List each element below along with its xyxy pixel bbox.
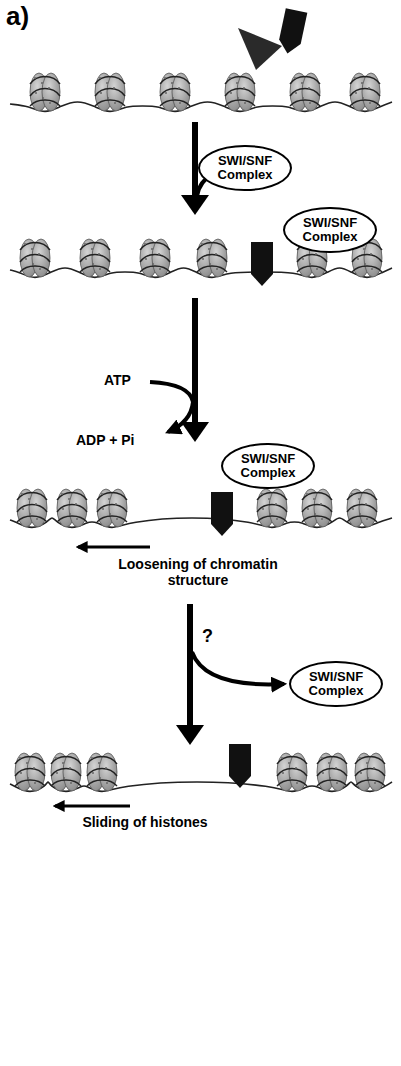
process-note: Loosening of chromatin structure bbox=[118, 556, 278, 588]
nucleosome bbox=[51, 753, 81, 791]
complex-oval: SWI/SNF Complex bbox=[289, 661, 383, 708]
nucleosome bbox=[140, 239, 170, 277]
direction-arrow bbox=[55, 805, 130, 808]
activator-protein bbox=[229, 744, 251, 788]
dna-strand bbox=[10, 102, 392, 111]
nucleosome bbox=[225, 73, 255, 111]
step-arrow bbox=[187, 604, 193, 729]
complex-name: SWI/SNF Complex bbox=[213, 154, 277, 183]
step-arrowhead bbox=[181, 422, 209, 442]
nucleosome bbox=[87, 753, 117, 791]
nucleosome bbox=[80, 239, 110, 277]
activator-arrowhead bbox=[238, 28, 282, 70]
nucleosome bbox=[160, 73, 190, 111]
panel-label: a) bbox=[6, 2, 29, 32]
molecule-label: ADP + Pi bbox=[76, 432, 135, 448]
nucleosome bbox=[290, 73, 320, 111]
molecule-label: ATP bbox=[104, 372, 131, 388]
nucleosome bbox=[347, 489, 377, 527]
nucleosome bbox=[30, 73, 60, 111]
nucleosome bbox=[317, 753, 347, 791]
nucleosome bbox=[302, 489, 332, 527]
nucleosome bbox=[97, 489, 127, 527]
complex-oval: SWI/SNF Complex bbox=[283, 207, 377, 254]
nucleosome bbox=[15, 753, 45, 791]
complex-oval: SWI/SNF Complex bbox=[221, 443, 315, 490]
process-note: Sliding of histones bbox=[60, 814, 230, 830]
complex-name: SWI/SNF Complex bbox=[304, 670, 368, 699]
activator-protein bbox=[211, 492, 233, 536]
activator-protein bbox=[277, 8, 308, 56]
step-arrowhead bbox=[181, 195, 209, 215]
step-arrowhead bbox=[176, 725, 204, 745]
nucleosome bbox=[95, 73, 125, 111]
question-mark: ? bbox=[202, 626, 213, 647]
complex-name: SWI/SNF Complex bbox=[236, 452, 300, 481]
complex-release-arrow bbox=[192, 652, 284, 684]
nucleosome bbox=[57, 489, 87, 527]
nucleosome bbox=[20, 239, 50, 277]
complex-oval: SWI/SNF Complex bbox=[198, 145, 292, 192]
nucleosome bbox=[350, 73, 380, 111]
nucleosome bbox=[257, 489, 287, 527]
nucleosome bbox=[277, 753, 307, 791]
nucleosome bbox=[355, 753, 385, 791]
atp-hydrolysis-arrow bbox=[150, 382, 193, 432]
step-arrow bbox=[192, 122, 198, 199]
complex-name: SWI/SNF Complex bbox=[298, 216, 362, 245]
direction-arrow bbox=[78, 546, 150, 549]
nucleosome bbox=[17, 489, 47, 527]
activator-protein bbox=[251, 242, 273, 286]
nucleosome bbox=[197, 239, 227, 277]
